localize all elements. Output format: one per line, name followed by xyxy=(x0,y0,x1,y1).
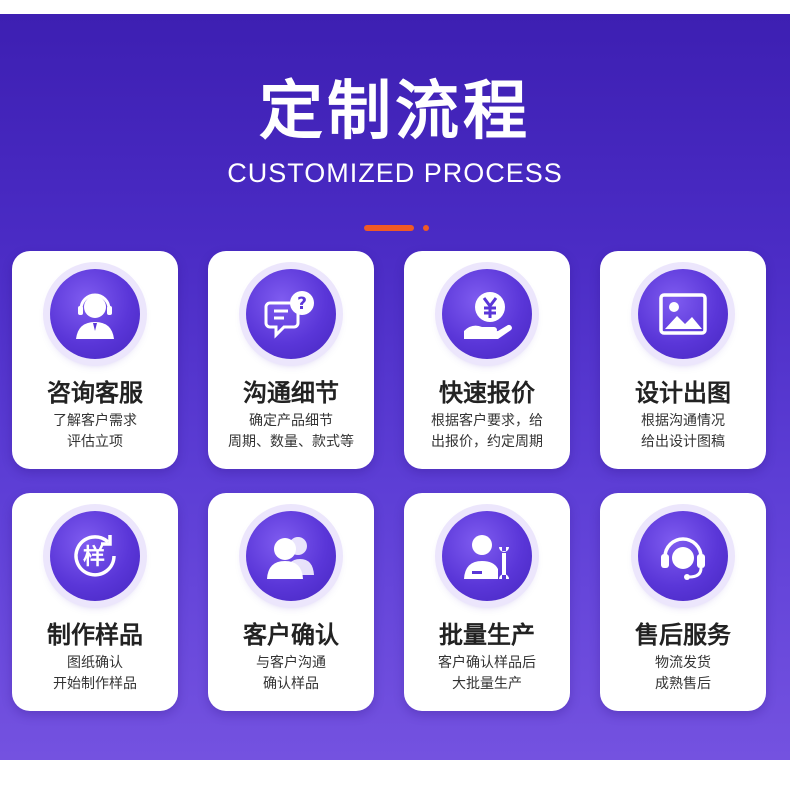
step-title: 售后服务 xyxy=(635,621,731,649)
page-title: 定制流程 xyxy=(259,75,531,149)
accent-bar-divider xyxy=(364,225,414,231)
step-card-design: 设计出图 根据沟通情况 给出设计图稿 xyxy=(600,251,766,469)
background-panel: 定制流程 CUSTOMIZED PROCESS 咨询客服 了解客户需求 评估立项 xyxy=(0,14,790,760)
svg-text:?: ? xyxy=(297,294,307,314)
page-subtitle: CUSTOMIZED PROCESS xyxy=(227,158,563,188)
step-title: 沟通细节 xyxy=(243,379,339,407)
step-card-consult: 咨询客服 了解客户需求 评估立项 xyxy=(12,251,178,469)
step-card-sample: 样 制作样品 图纸确认 开始制作样品 xyxy=(12,493,178,711)
step-card-production: 批量生产 客户确认样品后 大批量生产 xyxy=(404,493,570,711)
step-description: 确定产品细节 周期、数量、款式等 xyxy=(208,411,374,453)
step-description-line: 评估立项 xyxy=(67,434,123,450)
step-description-line: 成熟售后 xyxy=(655,676,711,692)
chat-question-icon: ? xyxy=(246,269,336,359)
step-description: 根据客户要求，给 出报价，约定周期 xyxy=(404,411,570,453)
step-description-line: 图纸确认 xyxy=(67,655,123,671)
step-description-line: 确定产品细节 xyxy=(249,413,333,429)
step-description-line: 根据沟通情况 xyxy=(641,413,725,429)
sample-cycle-icon: 样 xyxy=(50,511,140,601)
step-description-line: 确认样品 xyxy=(263,676,319,692)
step-description-line: 周期、数量、款式等 xyxy=(228,434,354,450)
step-title: 设计出图 xyxy=(635,379,731,407)
step-description-line: 开始制作样品 xyxy=(53,676,137,692)
image-picture-icon xyxy=(638,269,728,359)
step-description: 与客户沟通 确认样品 xyxy=(208,653,374,695)
step-description-line: 根据客户要求，给 xyxy=(431,413,543,429)
step-card-confirm: 客户确认 与客户沟通 确认样品 xyxy=(208,493,374,711)
step-description-line: 了解客户需求 xyxy=(53,413,137,429)
step-description-line: 物流发货 xyxy=(655,655,711,671)
step-description-line: 出报价，约定周期 xyxy=(431,434,543,450)
step-description: 物流发货 成熟售后 xyxy=(600,653,766,695)
step-description-line: 客户确认样品后 xyxy=(438,655,536,671)
headset-support-icon xyxy=(638,511,728,601)
yen-hand-icon xyxy=(442,269,532,359)
step-title: 制作样品 xyxy=(47,621,143,649)
step-description-line: 大批量生产 xyxy=(452,676,522,692)
sample-char: 样 xyxy=(83,544,105,570)
step-description-line: 与客户沟通 xyxy=(256,655,326,671)
accent-dot-divider xyxy=(423,225,429,231)
step-description: 了解客户需求 评估立项 xyxy=(12,411,178,453)
step-title: 客户确认 xyxy=(243,621,339,649)
step-card-details: ? 沟通细节 确定产品细节 周期、数量、款式等 xyxy=(208,251,374,469)
step-card-aftersales: 售后服务 物流发货 成熟售后 xyxy=(600,493,766,711)
step-description: 客户确认样品后 大批量生产 xyxy=(404,653,570,695)
worker-wrench-icon xyxy=(442,511,532,601)
two-people-icon xyxy=(246,511,336,601)
step-description-line: 给出设计图稿 xyxy=(641,434,725,450)
step-description: 根据沟通情况 给出设计图稿 xyxy=(600,411,766,453)
step-title: 快速报价 xyxy=(439,379,535,407)
step-title: 咨询客服 xyxy=(47,379,143,407)
step-description: 图纸确认 开始制作样品 xyxy=(12,653,178,695)
step-title: 批量生产 xyxy=(439,621,535,649)
step-card-quote: 快速报价 根据客户要求，给 出报价，约定周期 xyxy=(404,251,570,469)
customer-service-agent-icon xyxy=(50,269,140,359)
